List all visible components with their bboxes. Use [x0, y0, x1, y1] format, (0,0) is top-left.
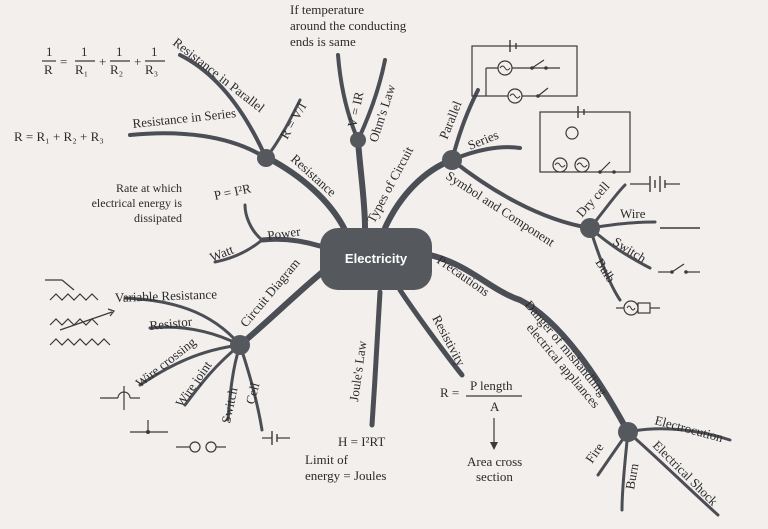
pf-t3-num: 1: [151, 44, 158, 59]
dry-cell-symbol: [630, 176, 680, 192]
power-label: Power: [266, 223, 302, 243]
cell-symbol: [262, 431, 290, 445]
svg-text:+: +: [99, 54, 106, 69]
fire-label: Fire: [582, 440, 606, 466]
power-formula: P = I²R: [213, 180, 253, 203]
wire-label: Wire: [620, 206, 646, 221]
switch-label: Switch: [610, 234, 649, 266]
burn-label: Burn: [622, 462, 641, 491]
ohms-note-1: If temperature: [290, 2, 364, 17]
ohms-law-node: [350, 132, 366, 148]
r-vi-label: R = V/I: [277, 100, 310, 142]
precautions-label: Precautions: [434, 252, 492, 299]
pf-lhs-den: R: [44, 62, 53, 77]
cd-switch-label: Switch: [218, 386, 240, 425]
ohms-note-3: ends is same: [290, 34, 356, 49]
symbol-component-label: Symbol and Component: [443, 168, 557, 250]
circuit-diagram-node: [230, 335, 250, 355]
arrow-head: [490, 442, 498, 450]
parallel-label: Resistance in Parallel: [170, 35, 268, 116]
nodes: [230, 132, 638, 442]
symbol-node: [580, 218, 600, 238]
svg-text:+: +: [134, 54, 141, 69]
pf-t1-den: R₁: [75, 62, 88, 77]
resistivity-lhs: R =: [440, 385, 459, 400]
switch-symbol: [658, 263, 700, 274]
svg-text:=: =: [60, 54, 67, 69]
bulb-symbol: [616, 300, 660, 316]
cd-wire-joint-label: Wire joint: [172, 358, 215, 410]
pf-lhs-num: 1: [46, 44, 53, 59]
resistance-node: [257, 149, 275, 167]
dry-cell-label: Dry cell: [573, 178, 613, 220]
series-circuit-drawing: [539, 106, 631, 174]
pf-t3-den: R₃: [145, 62, 158, 77]
pf-t2-num: 1: [116, 44, 123, 59]
types-of-circuit-node: [442, 150, 462, 170]
joule-formula: H = I²RT: [338, 434, 385, 449]
precautions-node: [618, 422, 638, 442]
danger-label-1: Danger of mishandling: [522, 297, 611, 399]
series-label: Resistance in Series: [132, 105, 237, 131]
resistivity-den: A: [490, 399, 500, 414]
electrical-shock-label: Electrical Shock: [650, 438, 721, 509]
parallel-circuit-drawing: [471, 40, 578, 104]
ohms-note-2: around the conducting: [290, 18, 407, 33]
power-note-2: electrical energy is: [92, 196, 183, 210]
switch-cd-symbol: [176, 441, 226, 453]
bulb-label: Bulb: [592, 256, 618, 285]
power-note-1: Rate at which: [116, 181, 182, 195]
joule-note-2: energy = Joules: [305, 468, 386, 483]
center-label: Electricity: [345, 251, 408, 266]
wire-crossing-symbol: [100, 386, 140, 410]
cd-resistor-label: Resistor: [149, 314, 194, 333]
parallel-formula: 1 R = 1 R₁ + 1 R₂ + 1 R₃: [42, 44, 165, 77]
cd-variable-resistance-label: Variable Resistance: [115, 286, 218, 305]
resistor-symbol: [49, 308, 116, 331]
ohms-v-label: V = IR: [344, 90, 366, 129]
center-node: Electricity: [320, 228, 432, 290]
series-formula: R = R₁ + R₂ + R₃: [14, 129, 104, 144]
area-note-2: section: [476, 469, 513, 484]
resistor-zigzag-symbol: [49, 338, 111, 346]
wire-joint-symbol: [130, 420, 168, 434]
pf-t2-den: R₂: [110, 62, 123, 77]
resistivity-num: P length: [470, 378, 513, 393]
area-note-1: Area cross: [467, 454, 522, 469]
variable-resistance-symbol: [45, 279, 99, 301]
cd-cell-label: Cell: [242, 381, 262, 406]
joule-note-1: Limit of: [305, 452, 349, 467]
joules-law-label: Joule's Law: [346, 339, 369, 402]
pf-t1-num: 1: [81, 44, 88, 59]
power-note-3: dissipated: [134, 211, 182, 225]
